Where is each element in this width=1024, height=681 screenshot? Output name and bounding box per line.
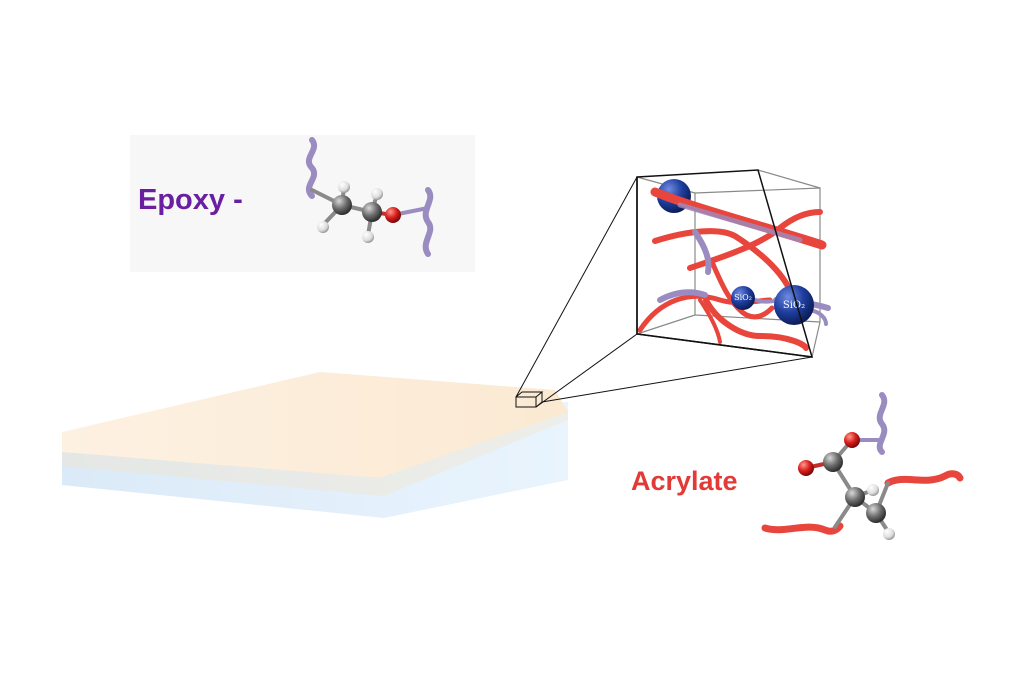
epoxy-panel — [130, 135, 475, 272]
coated-substrate — [62, 372, 568, 518]
acrylate-label: Acrylate — [631, 466, 738, 496]
cube-front-edges — [636, 169, 814, 358]
zoom-projection-lines — [515, 176, 813, 408]
sio2-particle-large: SiO₂ — [774, 285, 814, 325]
polymer-chains — [637, 209, 831, 351]
acrylate-molecule — [761, 392, 964, 540]
epoxy-molecule — [305, 137, 434, 257]
epoxy-label: Epoxy - — [138, 184, 243, 216]
sio2-particle-small: SiO₂ — [731, 286, 755, 310]
sio2-label-small: SiO₂ — [734, 293, 752, 302]
nanocomposite-cube: SiO₂ SiO₂ — [636, 169, 831, 358]
sio2-label-large: SiO₂ — [783, 300, 805, 311]
coating-film-layer — [62, 372, 568, 478]
